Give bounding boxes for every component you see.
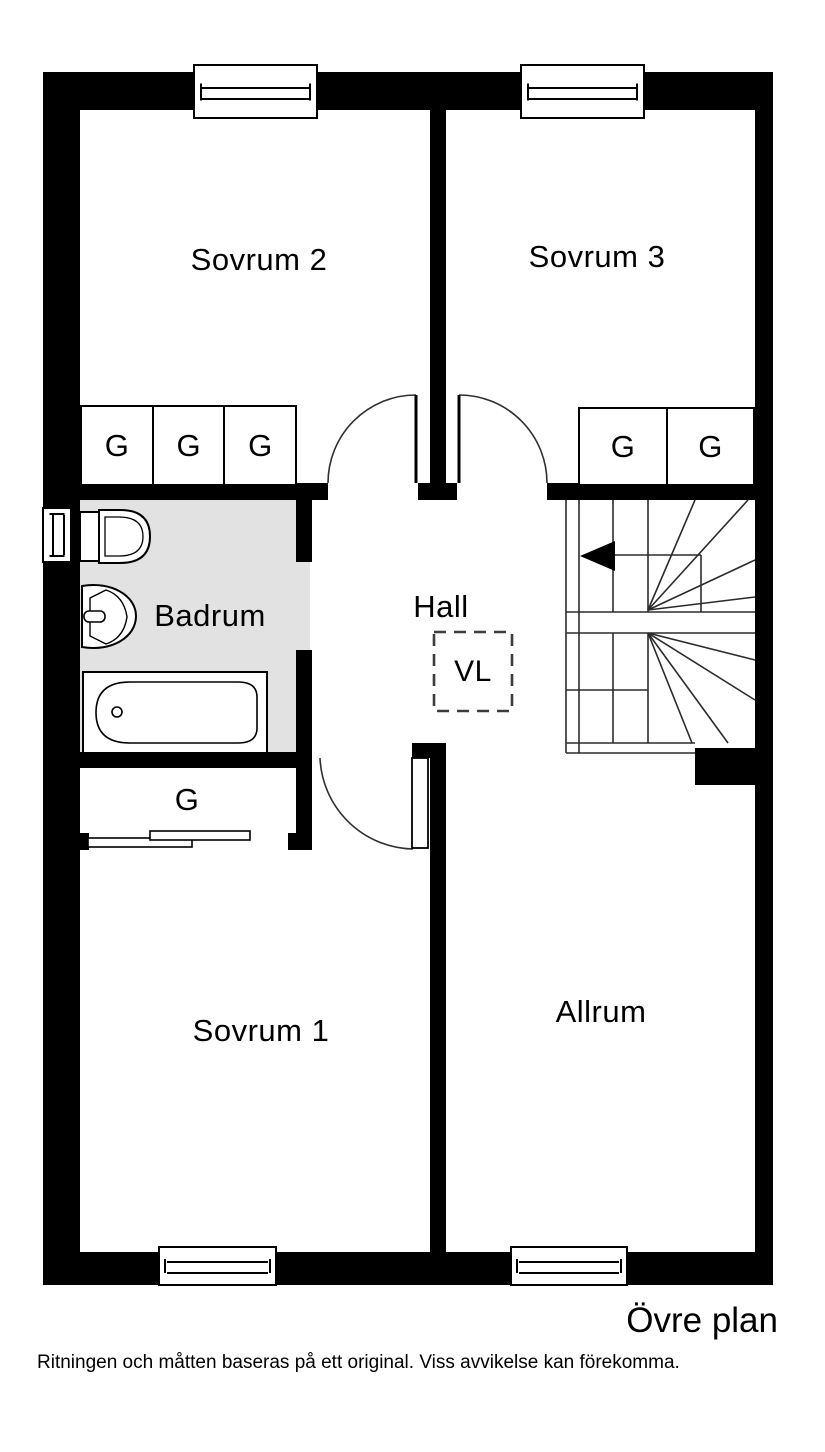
wall-sovrum2-sovrum3 xyxy=(430,110,446,483)
room-label-badrum: Badrum xyxy=(154,598,266,633)
wardrobe-label: G xyxy=(223,407,295,484)
vl-label: VL xyxy=(454,655,492,688)
stair-direction-arrow xyxy=(580,541,615,571)
window-glass xyxy=(202,86,309,100)
closet-label: G xyxy=(174,782,200,817)
door-sovrum1 xyxy=(319,757,429,850)
wall-exterior-left xyxy=(43,72,80,1285)
window-frame-tick xyxy=(164,1259,166,1273)
wall-sovrum1-allrum xyxy=(430,758,446,1252)
wall-stair-block xyxy=(695,748,773,785)
wall-hall-center xyxy=(418,483,457,500)
wall-badrum-east-upper xyxy=(296,500,312,562)
disclaimer-text: Ritningen och måtten baseras på ett orig… xyxy=(37,1352,680,1373)
window-frame-tick xyxy=(527,83,529,100)
wall-closet-west-stub xyxy=(77,833,89,850)
window-sovrum1 xyxy=(158,1246,277,1286)
window-sovrum3 xyxy=(520,64,645,119)
wardrobe-label: G xyxy=(104,427,129,463)
door-sovrum3 xyxy=(457,394,548,484)
window-glass xyxy=(167,1261,268,1274)
window-allrum xyxy=(510,1246,628,1286)
wardrobe-group-sovrum3: G G xyxy=(578,407,755,486)
window-frame-tick xyxy=(620,1259,622,1273)
wall-badrum-bottom xyxy=(78,752,312,768)
wall-sovrum1-door-stub xyxy=(412,743,446,758)
wall-hall-left xyxy=(78,483,328,500)
wardrobe-label: G xyxy=(665,409,754,484)
window-frame-tick xyxy=(516,1259,518,1273)
wardrobe-label: G xyxy=(151,407,224,484)
window-frame-tick xyxy=(200,83,202,100)
room-label-sovrum1: Sovrum 1 xyxy=(192,1013,330,1048)
wall-badrum-east-lower xyxy=(296,650,312,768)
room-label-sovrum3: Sovrum 3 xyxy=(528,239,666,274)
door-sovrum2 xyxy=(327,394,418,484)
wall-closet-east xyxy=(296,768,312,850)
wall-closet-east-cap xyxy=(288,833,296,850)
window-frame-tick xyxy=(309,83,311,100)
staircase xyxy=(565,499,756,754)
window-frame-tick xyxy=(49,513,65,515)
wall-exterior-bottom xyxy=(43,1252,773,1285)
wardrobe-label: G xyxy=(610,428,635,464)
window-frame-tick xyxy=(636,83,638,100)
window-frame-tick xyxy=(269,1259,271,1273)
window-glass xyxy=(52,515,65,555)
wall-exterior-top xyxy=(43,72,773,110)
wardrobe-group-sovrum2: G G G xyxy=(80,405,297,486)
window-badrum xyxy=(42,507,72,563)
room-label-sovrum2: Sovrum 2 xyxy=(190,242,328,277)
floor-title: Övre plan xyxy=(626,1301,778,1340)
closet-sliding-doors xyxy=(87,830,251,848)
wall-hall-right xyxy=(547,483,755,500)
window-sovrum2 xyxy=(193,64,318,119)
wall-exterior-right xyxy=(755,72,773,1285)
room-label-hall: Hall xyxy=(413,589,469,624)
room-label-allrum: Allrum xyxy=(555,994,647,1029)
window-frame-tick xyxy=(49,555,65,557)
bathroom-door-opening xyxy=(296,562,310,650)
window-glass xyxy=(519,1261,619,1274)
window-glass xyxy=(529,86,636,100)
